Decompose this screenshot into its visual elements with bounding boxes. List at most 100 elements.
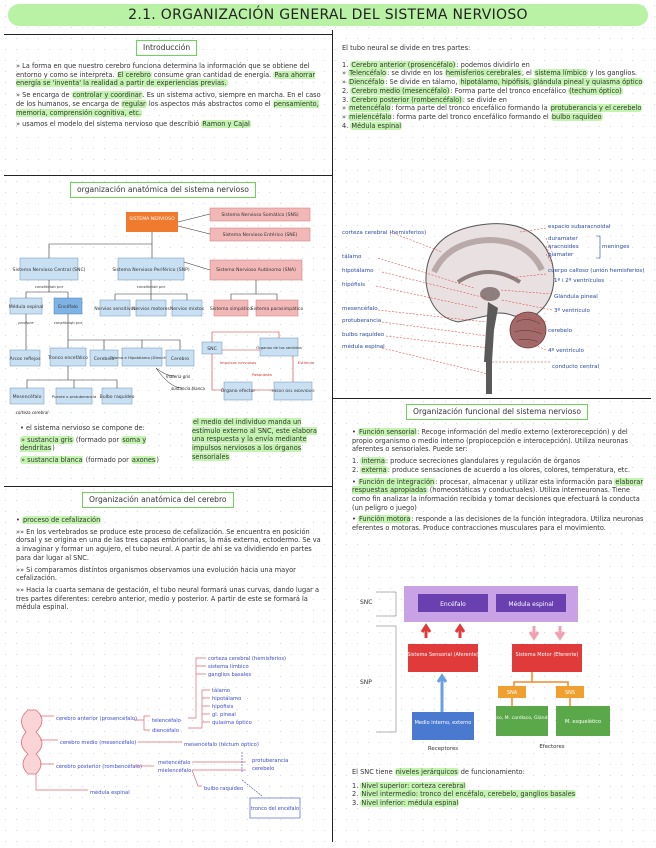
func-text: • Función sensorial: Recoge información … <box>352 428 644 533</box>
svg-text:hipófisis: hipófisis <box>212 703 234 710</box>
svg-text:mesencéfalo: mesencéfalo <box>342 305 378 312</box>
svg-text:Sistema Motor (Eferente): Sistema Motor (Eferente) <box>516 652 579 658</box>
section-divider <box>4 175 332 176</box>
svg-text:quiasma óptico: quiasma óptico <box>212 719 252 726</box>
svg-text:mesencéfalo (téctum óptico): mesencéfalo (téctum óptico) <box>184 741 259 748</box>
node-sn-label: SISTEMA NERVIOSO <box>129 216 175 222</box>
svg-text:Cerebelo: Cerebelo <box>94 356 115 362</box>
node-snp-label: Sistema Nervioso Periférico (SNP) <box>112 266 190 273</box>
nervous-system-diagram: SISTEMA NERVIOSO Sistema Nervioso Somáti… <box>9 207 315 415</box>
anat-org-heading: organización anatómica del sistema nervi… <box>70 182 256 198</box>
motor-box <box>512 644 582 672</box>
svg-text:bulbo raquídeo: bulbo raquídeo <box>204 785 243 792</box>
node-organo-efector <box>223 381 253 401</box>
niveles-text: El SNC tiene niveles jerárquicos de func… <box>352 768 577 808</box>
svg-text:materia gris: materia gris <box>166 374 190 379</box>
svg-text:Puente o protuberancia: Puente o protuberancia <box>52 394 97 399</box>
svg-text:Nervios sensitivos: Nervios sensitivos <box>94 306 136 312</box>
sns-box <box>556 686 584 698</box>
svg-text:Encéfalo: Encéfalo <box>58 303 78 310</box>
svg-text:Médula espinal: Médula espinal <box>508 601 554 608</box>
column-divider <box>332 30 333 842</box>
svg-text:cuerpo calloso (unión hemisfer: cuerpo calloso (unión hemisferios) <box>548 267 645 274</box>
svg-text:médula espinal: médula espinal <box>342 343 385 350</box>
section-divider <box>333 398 651 399</box>
mesq-box <box>556 706 610 736</box>
functional-diagram: SNC SNP Encéfalo Médula espinal Sistema … <box>360 586 610 752</box>
brain-drawing <box>425 223 555 394</box>
node-sns <box>209 207 311 222</box>
svg-text:Impulsos nerviosos: Impulsos nerviosos <box>220 360 256 365</box>
svg-text:conducto central: conducto central <box>552 364 600 370</box>
svg-text:cerebro anterior (prosencéfalo: cerebro anterior (prosencéfalo) <box>56 715 137 722</box>
svg-text:SNS: SNS <box>565 690 575 696</box>
svg-text:Respuesta: Respuesta <box>252 372 272 377</box>
svg-text:Cerebro: Cerebro <box>171 356 189 362</box>
cefalizacion-text: • proceso de cefalización »» En los vert… <box>16 516 321 612</box>
svg-text:hipotálamo: hipotálamo <box>212 695 241 702</box>
snc-composition: • el sistema nervioso se compone de: » s… <box>20 424 159 465</box>
intro-text: » La forma en que nuestro cerebro funcio… <box>16 62 321 129</box>
svg-text:Receptores: Receptores <box>428 746 458 752</box>
svg-text:diencéfalo: diencéfalo <box>152 727 179 734</box>
sensorial-box <box>408 644 478 672</box>
node-sns-label: Sistema Nervioso Somático (SNS) <box>221 211 299 218</box>
svg-text:Órganos de los sentidos: Órganos de los sentidos <box>256 345 302 350</box>
svg-text:médula espinal: médula espinal <box>90 789 130 796</box>
medio-box <box>412 712 474 740</box>
svg-text:MEDIO DEL INDIVIDUO: MEDIO DEL INDIVIDUO <box>272 388 315 393</box>
svg-text:tronco del encéfalo: tronco del encéfalo <box>251 805 299 812</box>
node-snc-label: Sistema Nervioso Central (SNC) <box>13 267 86 273</box>
svg-text:Órgano efector: Órgano efector <box>221 387 256 394</box>
svg-text:sustancia blanca: sustancia blanca <box>171 386 205 391</box>
svg-text:tálamo: tálamo <box>212 687 230 694</box>
svg-text:corteza cerebral (hemisferios): corteza cerebral (hemisferios) <box>342 230 426 236</box>
svg-text:4º ventrículo: 4º ventrículo <box>548 347 584 354</box>
neural-tube-sketch <box>21 709 43 775</box>
node-sna-label: Sistema Nervioso Autónomo (SNA) <box>216 266 296 273</box>
page-title: 2.1. ORGANIZACIÓN GENERAL DEL SISTEMA NE… <box>8 4 648 26</box>
tronco-box <box>249 797 301 819</box>
svg-text:SNA: SNA <box>507 690 518 696</box>
svg-text:Efectores: Efectores <box>539 744 564 750</box>
node-sne-label: Sistema Nervioso Entérico (SNE) <box>223 231 298 238</box>
anat-cerebro-heading: Organización anatómica del cerebro <box>82 492 234 508</box>
svg-text:cerebelo: cerebelo <box>548 328 573 334</box>
node-sn <box>126 212 178 232</box>
svg-text:piamater: piamater <box>548 252 574 258</box>
tubo-neural-text: El tubo neural se divide en tres partes:… <box>342 44 644 130</box>
svg-text:Mesencéfalo: Mesencéfalo <box>13 393 42 400</box>
svg-text:SNP: SNP <box>360 679 372 686</box>
svg-text:Bulbo raquídeo: Bulbo raquídeo <box>100 393 135 400</box>
svg-text:protuberancia: protuberancia <box>342 318 381 324</box>
svg-text:Sistema simpático: Sistema simpático <box>210 305 252 312</box>
svg-text:bulbo raquídeo: bulbo raquídeo <box>342 331 385 338</box>
svg-text:sistema límbico: sistema límbico <box>208 663 249 670</box>
medio-explanation: el medio del individuo manda un estímulo… <box>192 418 317 461</box>
intro-heading: Introducción <box>136 40 198 56</box>
svg-text:M. esquelético: M. esquelético <box>565 718 601 725</box>
svg-text:ganglios basales: ganglios basales <box>208 672 251 678</box>
svg-text:Encéfalo: Encéfalo <box>440 601 466 608</box>
svg-text:Nervios mixtos: Nervios mixtos <box>170 306 205 312</box>
svg-text:Nervios motores: Nervios motores <box>132 306 170 312</box>
svg-text:Arcos reflejos: Arcos reflejos <box>10 356 42 362</box>
svg-text:SNC: SNC <box>207 346 217 352</box>
svg-text:Sistema parasimpático: Sistema parasimpático <box>251 305 304 312</box>
svg-text:telencéfalo: telencéfalo <box>152 717 181 724</box>
svg-text:protuberancia: protuberancia <box>252 758 288 764</box>
brain-development-tree: cerebro anterior (prosencéfalo) cerebro … <box>21 656 301 819</box>
svg-text:mielencéfalo: mielencéfalo <box>158 767 191 774</box>
encefalo-box <box>418 594 488 612</box>
svg-text:Sistema Sensorial (Aferente): Sistema Sensorial (Aferente) <box>407 652 479 658</box>
func-heading: Organización funcional del sistema nervi… <box>406 404 588 420</box>
sna-box <box>498 686 526 698</box>
svg-text:hipotálamo: hipotálamo <box>342 267 374 274</box>
svg-text:gl. pineal: gl. pineal <box>212 712 236 718</box>
svg-text:Glándula pineal: Glándula pineal <box>554 293 598 300</box>
svg-text:Estímulo: Estímulo <box>298 360 315 365</box>
svg-text:Médula espinal: Médula espinal <box>9 303 44 310</box>
node-arcos <box>9 349 41 367</box>
svg-text:duramater: duramater <box>548 236 578 242</box>
svg-text:Tronco encefálico: Tronco encefálico <box>47 354 88 361</box>
